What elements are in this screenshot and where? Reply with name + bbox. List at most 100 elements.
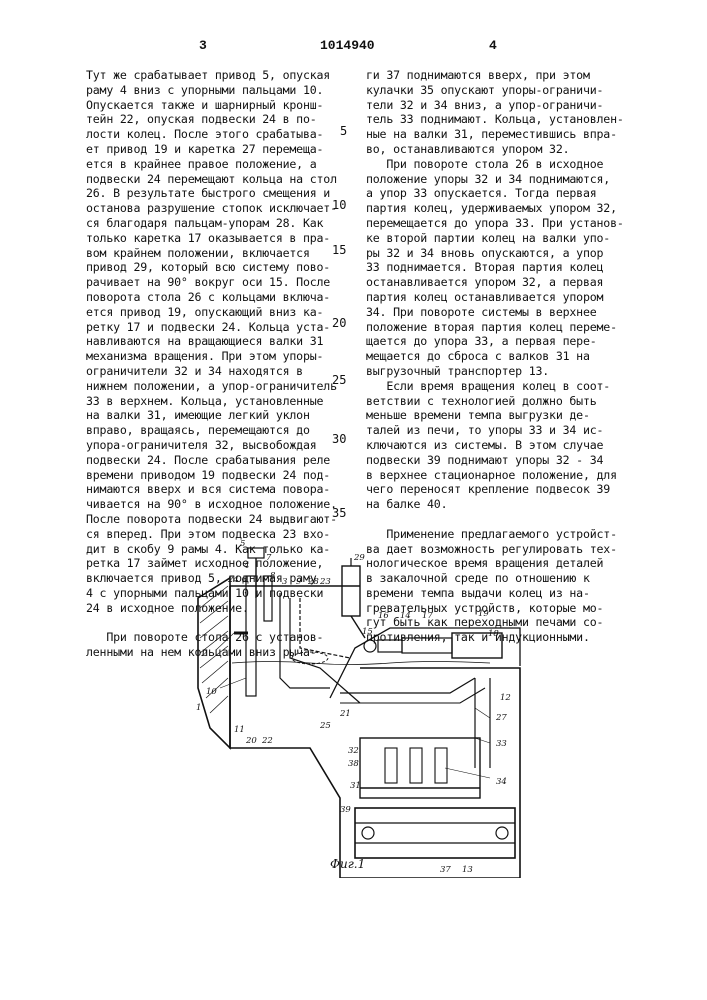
svg-text:37: 37 bbox=[440, 865, 451, 875]
text-line: нимаются вверх и вся система повора- bbox=[86, 482, 354, 497]
text-line: 26. В результате быстрого смещения и bbox=[86, 186, 354, 201]
svg-text:7: 7 bbox=[266, 553, 272, 563]
margin-line-number: 20 bbox=[332, 316, 346, 330]
text-line: 34. При повороте системы в верхнее bbox=[366, 305, 634, 320]
svg-text:4: 4 bbox=[243, 561, 249, 571]
text-line: привод 29, который всю систему пово- bbox=[86, 260, 354, 275]
text-line: щается до упора 33, а первая пере- bbox=[366, 334, 634, 349]
svg-text:38: 38 bbox=[348, 759, 359, 769]
text-line: партия колец останавливается упором bbox=[366, 290, 634, 305]
margin-line-number: 15 bbox=[332, 243, 346, 257]
text-line bbox=[366, 512, 634, 527]
text-line: При повороте стола 26 в исходное bbox=[366, 157, 634, 172]
text-line: вом крайнем положении, включается bbox=[86, 246, 354, 261]
svg-text:39: 39 bbox=[340, 805, 351, 815]
text-line: чего переносят крепление подвесок 39 bbox=[366, 482, 634, 497]
svg-text:33: 33 bbox=[496, 739, 507, 749]
svg-text:25: 25 bbox=[319, 721, 331, 731]
text-line: ет привод 19 и каретка 27 перемеща- bbox=[86, 142, 354, 157]
svg-text:2: 2 bbox=[201, 649, 207, 659]
text-line: тейн 22, опуская подвески 24 в по- bbox=[86, 112, 354, 127]
svg-text:17: 17 bbox=[422, 611, 433, 621]
text-line: подвески 24 перемещают кольца на стол bbox=[86, 172, 354, 187]
text-line: ры 32 и 34 вновь опускаются, а упор bbox=[366, 246, 634, 261]
margin-line-number: 35 bbox=[332, 506, 346, 520]
text-line: ретку 17 и подвески 24. Кольца уста- bbox=[86, 320, 354, 335]
svg-text:22: 22 bbox=[261, 736, 273, 746]
text-line: упора-ограничителя 32, высвобождая bbox=[86, 438, 354, 453]
text-line: поворота стола 26 с кольцами включа- bbox=[86, 290, 354, 305]
text-line: меньше времени темпа выгрузки де- bbox=[366, 408, 634, 423]
text-line: тель 33 поднимают. Кольца, установлен- bbox=[366, 112, 634, 127]
text-line: ные на валки 31, переместившись впра- bbox=[366, 127, 634, 142]
text-line: мещается до сброса с валков 31 на bbox=[366, 349, 634, 364]
svg-text:19: 19 bbox=[478, 609, 489, 619]
text-line: Тут же срабатывает привод 5, опуская bbox=[86, 68, 354, 83]
text-line: 33 в верхнем. Кольца, установленные bbox=[86, 394, 354, 409]
text-line: рачивает на 90° вокруг оси 15. После bbox=[86, 275, 354, 290]
text-line: останова разрушение стопок исключает- bbox=[86, 201, 354, 216]
svg-text:24 6: 24 6 bbox=[227, 575, 248, 585]
text-line: тели 32 и 34 вниз, а упор-ограничи- bbox=[366, 98, 634, 113]
margin-line-number: 25 bbox=[332, 373, 346, 387]
text-line: выгрузочный транспортер 13. bbox=[366, 364, 634, 379]
svg-text:3: 3 bbox=[282, 577, 287, 587]
text-line: раму 4 вниз с упорными пальцами 10. bbox=[86, 83, 354, 98]
page-number-left: 3 bbox=[199, 38, 207, 53]
text-line: партия колец, удерживаемых упором 32, bbox=[366, 201, 634, 216]
text-line: положение упоры 32 и 34 поднимаются, bbox=[366, 172, 634, 187]
text-line: ется привод 19, опускающий вниз ка- bbox=[86, 305, 354, 320]
svg-text:32: 32 bbox=[348, 746, 359, 756]
svg-text:21: 21 bbox=[339, 709, 351, 719]
figure-caption: Фиг.1 bbox=[330, 857, 365, 871]
text-line: Опускается также и шарнирный кронш- bbox=[86, 98, 354, 113]
margin-line-number: 30 bbox=[332, 432, 346, 446]
text-line: подвески 24. После срабатывания реле bbox=[86, 453, 354, 468]
text-line: кулачки 35 опускают упоры-ограничи- bbox=[366, 83, 634, 98]
text-line: а упор 33 опускается. Тогда первая bbox=[366, 186, 634, 201]
text-line: нижнем положении, а упор-ограничитель bbox=[86, 379, 354, 394]
text-line: останавливается упором 32, а первая bbox=[366, 275, 634, 290]
text-line: ся благодаря пальцам-упорам 28. Как bbox=[86, 216, 354, 231]
text-line: лости колец. После этого срабатыва- bbox=[86, 127, 354, 142]
text-line: чивается на 90° в исходное положение. bbox=[86, 497, 354, 512]
svg-text:16: 16 bbox=[378, 611, 389, 621]
text-line: Если время вращения колец в соот- bbox=[366, 379, 634, 394]
svg-text:8: 8 bbox=[270, 571, 276, 581]
svg-text:31: 31 bbox=[350, 781, 361, 791]
text-line: во, останавливаются упором 32. bbox=[366, 142, 634, 157]
svg-text:11: 11 bbox=[234, 725, 245, 735]
text-line: на валки 31, имеющие легкий уклон bbox=[86, 408, 354, 423]
text-line: ключаются из системы. В этом случае bbox=[366, 438, 634, 453]
svg-text:23: 23 bbox=[319, 577, 331, 587]
svg-text:28: 28 bbox=[307, 577, 319, 587]
text-line: вправо, вращаясь, перемещаются до bbox=[86, 423, 354, 438]
patent-figure: 574 24 683 92823 29210 11120 222521 1516… bbox=[190, 538, 530, 878]
text-line: на балке 40. bbox=[366, 497, 634, 512]
svg-text:14: 14 bbox=[400, 611, 411, 621]
text-line: ги 37 поднимаются вверх, при этом bbox=[366, 68, 634, 83]
text-line: подвески 39 поднимают упоры 32 - 34 bbox=[366, 453, 634, 468]
text-line: механизма вращения. При этом упоры- bbox=[86, 349, 354, 364]
mechanism-drawing: 574 24 683 92823 29210 11120 222521 1516… bbox=[190, 538, 530, 878]
margin-line-number: 5 bbox=[340, 124, 347, 138]
text-line: После поворота подвески 24 выдвигают- bbox=[86, 512, 354, 527]
svg-text:5: 5 bbox=[240, 539, 245, 549]
patent-number: 1014940 bbox=[320, 38, 375, 53]
text-line: только каретка 17 оказывается в пра- bbox=[86, 231, 354, 246]
text-line: ке второй партии колец на валки упо- bbox=[366, 231, 634, 246]
svg-text:29: 29 bbox=[353, 553, 365, 563]
text-line: в верхнее стационарное положение, для bbox=[366, 468, 634, 483]
text-line: положение вторая партия колец переме- bbox=[366, 320, 634, 335]
text-line: ограничители 32 и 34 находятся в bbox=[86, 364, 354, 379]
page-header: 3 1014940 4 bbox=[0, 38, 707, 58]
svg-text:13: 13 bbox=[462, 865, 473, 875]
text-line: времени приводом 19 подвески 24 под- bbox=[86, 468, 354, 483]
margin-line-number: 10 bbox=[332, 198, 346, 212]
text-line: ется в крайнее правое положение, а bbox=[86, 157, 354, 172]
text-line: талей из печи, то упоры 33 и 34 ис- bbox=[366, 423, 634, 438]
svg-text:12: 12 bbox=[500, 693, 511, 703]
text-line: навливаются на вращающиеся валки 31 bbox=[86, 334, 354, 349]
page-number-right: 4 bbox=[489, 38, 497, 53]
svg-text:18: 18 bbox=[488, 629, 499, 639]
